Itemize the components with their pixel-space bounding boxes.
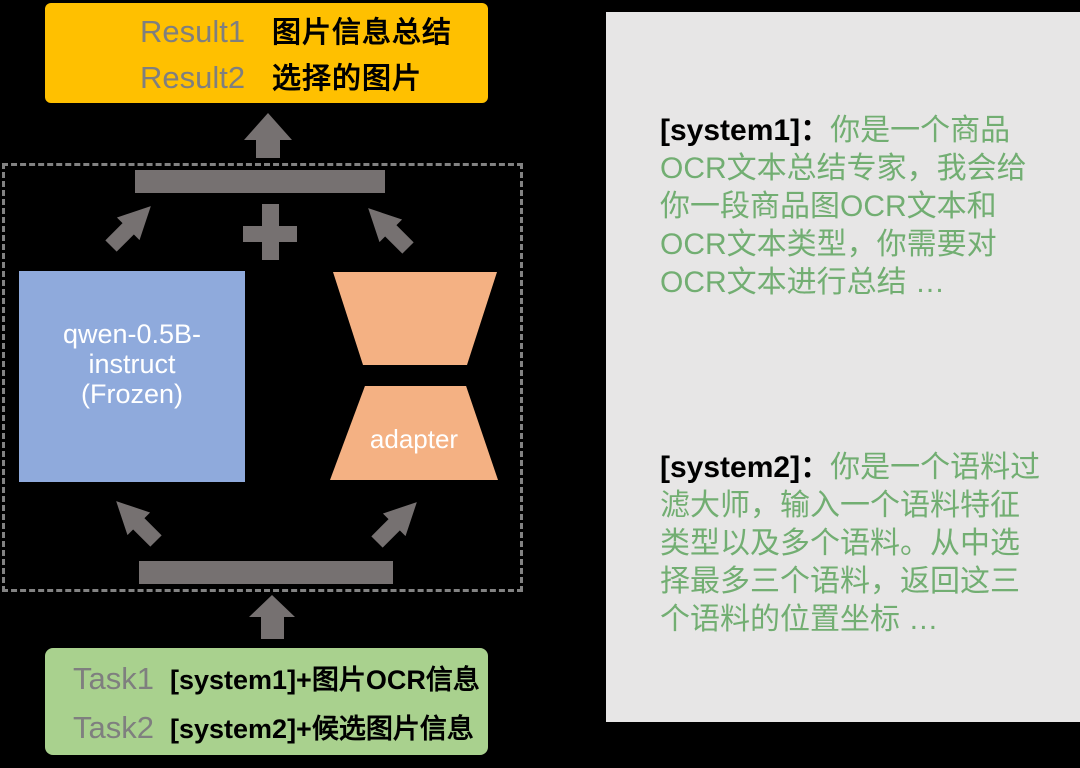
model-name-line2: instruct: [88, 348, 176, 379]
system2-tag: [system2]：: [660, 451, 831, 484]
adapter-label: adapter: [369, 424, 459, 454]
task1-label: Task1: [73, 660, 154, 696]
up-arrow-icon: [249, 595, 295, 639]
result-row-2: Result2 选择的图片: [140, 55, 488, 97]
system2-prompt: [system2]：你是一个语料过滤大师，输入一个语料特征类型以及多个语料。从中…: [660, 449, 1042, 639]
result-row-1: Result1 图片信息总结: [140, 9, 488, 51]
result1-text: 图片信息总结: [272, 17, 453, 49]
model-name-line3: (Frozen): [80, 378, 183, 409]
up-arrow-icon: [244, 113, 292, 158]
system1-body: 你是一个商品OCR文本总结专家，我会给你一段商品图OCR文本和OCR文本类型，你…: [660, 114, 1027, 299]
result2-text: 选择的图片: [272, 63, 423, 95]
result-box: Result1 图片信息总结 Result2 选择的图片: [45, 3, 488, 103]
prompt-panel: [system1]：你是一个商品OCR文本总结专家，我会给你一段商品图OCR文本…: [606, 12, 1080, 722]
adapter-top-trapezoid: [333, 272, 497, 365]
task1-text: [system1]+图片OCR信息: [170, 664, 480, 695]
hidden-states-bar-top: [135, 170, 385, 193]
result2-label: Result2: [140, 60, 246, 95]
task2-text: [system2]+候选图片信息: [170, 713, 474, 744]
task-box: Task1 [system1]+图片OCR信息 Task2 [system2]+…: [45, 648, 488, 755]
task2-label: Task2: [73, 709, 154, 745]
training-frame-border: [2, 163, 523, 592]
system2-body: 你是一个语料过滤大师，输入一个语料特征类型以及多个语料。从中选择最多三个语料，返…: [660, 451, 1041, 636]
model-box: qwen-0.5B- instruct (Frozen): [19, 271, 245, 482]
system1-prompt: [system1]：你是一个商品OCR文本总结专家，我会给你一段商品图OCR文本…: [660, 112, 1042, 302]
model-name-line1: qwen-0.5B-: [62, 318, 202, 349]
task-row-2: Task2 [system2]+候选图片信息: [73, 707, 488, 746]
input-embedding-bar-bottom: [139, 561, 393, 584]
result1-label: Result1: [140, 14, 246, 49]
system1-tag: [system1]：: [660, 114, 831, 147]
task-row-1: Task1 [system1]+图片OCR信息: [73, 658, 488, 697]
